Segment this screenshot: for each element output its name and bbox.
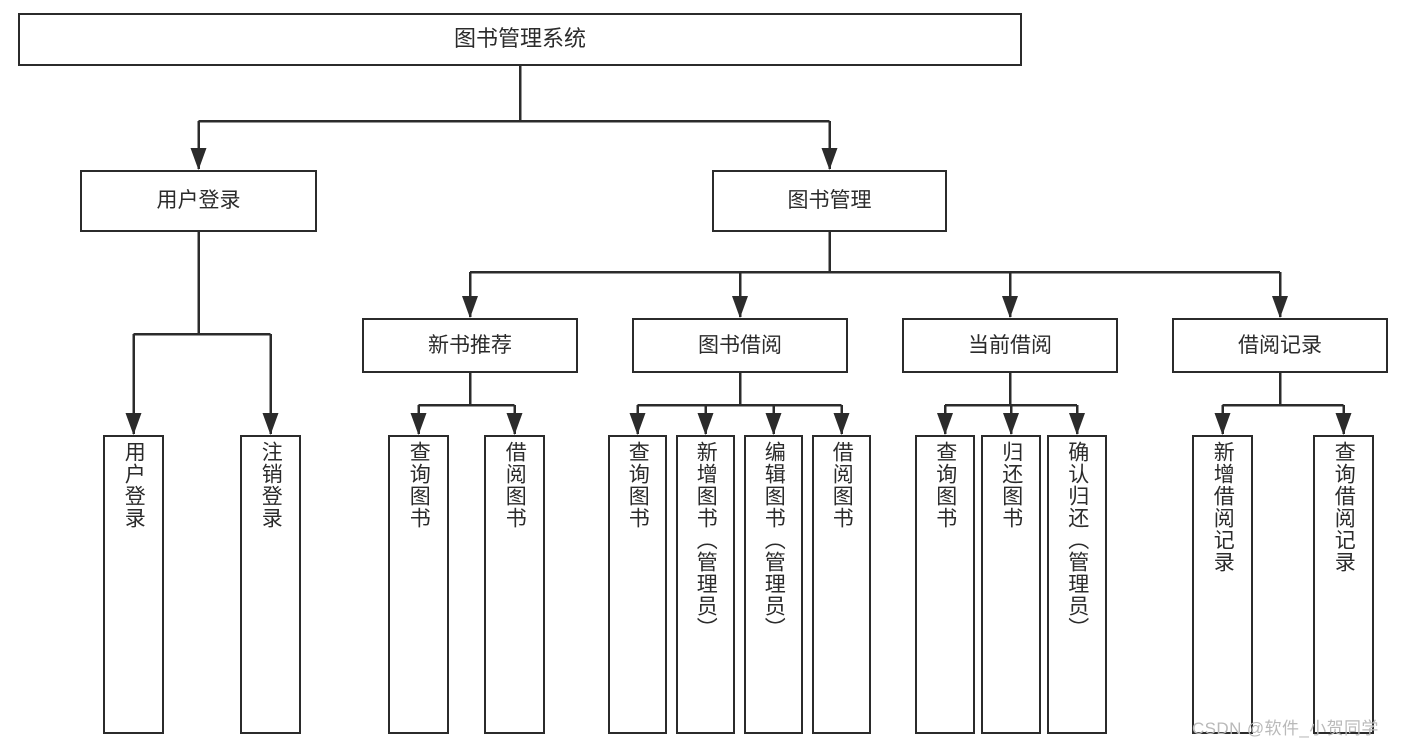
arrowhead-l-nb-query [410,413,427,435]
arrowhead-n-record [1272,296,1288,318]
node-label: 当前借阅 [968,333,1052,357]
node-root[interactable]: 图书管理系统 [18,13,1022,66]
node-n-record[interactable]: 借阅记录 [1172,318,1388,373]
node-label: 注销登录 [259,441,283,529]
node-l-nb-borrow[interactable]: 借阅图书 [484,435,545,734]
node-label: 用户登录 [122,441,146,529]
node-n-login[interactable]: 用户登录 [80,170,317,232]
node-label: 查询图书 [407,441,431,529]
node-l-bw-lend[interactable]: 借阅图书 [812,435,871,734]
arrowhead-l-bw-lend [833,413,850,435]
node-l-rc-add[interactable]: 新增借阅记录 [1192,435,1253,734]
node-label: 借阅记录 [1238,333,1322,357]
arrowhead-l-cb-confirm [1069,413,1085,435]
node-l-cb-return[interactable]: 归还图书 [981,435,1041,734]
arrowhead-n-borrow [732,296,748,318]
node-l-logout[interactable]: 注销登录 [240,435,301,734]
node-l-bw-query[interactable]: 查询图书 [608,435,667,734]
node-label: 借阅图书 [503,441,527,529]
node-label: 借阅图书 [830,441,854,529]
node-label: 图书借阅 [698,333,782,357]
node-label: 图书管理系统 [453,26,586,52]
arrowhead-l-cb-query [937,413,953,435]
arrowhead-n-newbook [462,296,478,318]
node-label: 用户登录 [156,189,241,213]
arrowhead-l-nb-borrow [506,413,523,435]
node-label: 图书管理 [787,189,872,213]
arrowhead-n-bookmgmt [821,148,838,170]
node-label: 查询图书 [626,441,650,529]
node-label: 归还图书 [999,441,1023,529]
node-label: 查询借阅记录 [1332,441,1356,573]
node-label: 新增借阅记录 [1211,441,1235,573]
arrowhead-l-bw-query [629,413,646,435]
node-label: 新增图书（管理员） [694,441,718,639]
node-n-current[interactable]: 当前借阅 [902,318,1118,373]
node-label: 新书推荐 [428,333,512,357]
arrowhead-l-bw-edit [765,413,782,435]
arrowhead-l-rc-add [1214,413,1231,435]
node-label: 编辑图书（管理员） [762,441,786,639]
node-l-bw-edit[interactable]: 编辑图书（管理员） [744,435,803,734]
node-l-cb-query[interactable]: 查询图书 [915,435,975,734]
node-l-bw-add[interactable]: 新增图书（管理员） [676,435,735,734]
node-l-nb-query[interactable]: 查询图书 [388,435,449,734]
arrowhead-n-login [190,148,207,170]
node-n-bookmgmt[interactable]: 图书管理 [712,170,947,232]
watermark-text: CSDN @软件_小贺同学 [1192,719,1379,738]
node-label: 查询图书 [933,441,957,529]
node-n-borrow[interactable]: 图书借阅 [632,318,848,373]
node-label: 确认归还（管理员） [1065,441,1089,639]
node-l-cb-confirm[interactable]: 确认归还（管理员） [1047,435,1107,734]
arrowhead-l-bw-add [697,413,714,435]
arrowhead-l-rc-query [1335,413,1352,435]
node-n-newbook[interactable]: 新书推荐 [362,318,578,373]
node-l-userlogin[interactable]: 用户登录 [103,435,164,734]
arrowhead-n-current [1002,296,1018,318]
node-l-rc-query[interactable]: 查询借阅记录 [1313,435,1374,734]
arrowhead-l-cb-return [1003,413,1019,435]
arrowhead-l-logout [262,413,279,435]
arrowhead-l-userlogin [125,413,142,435]
